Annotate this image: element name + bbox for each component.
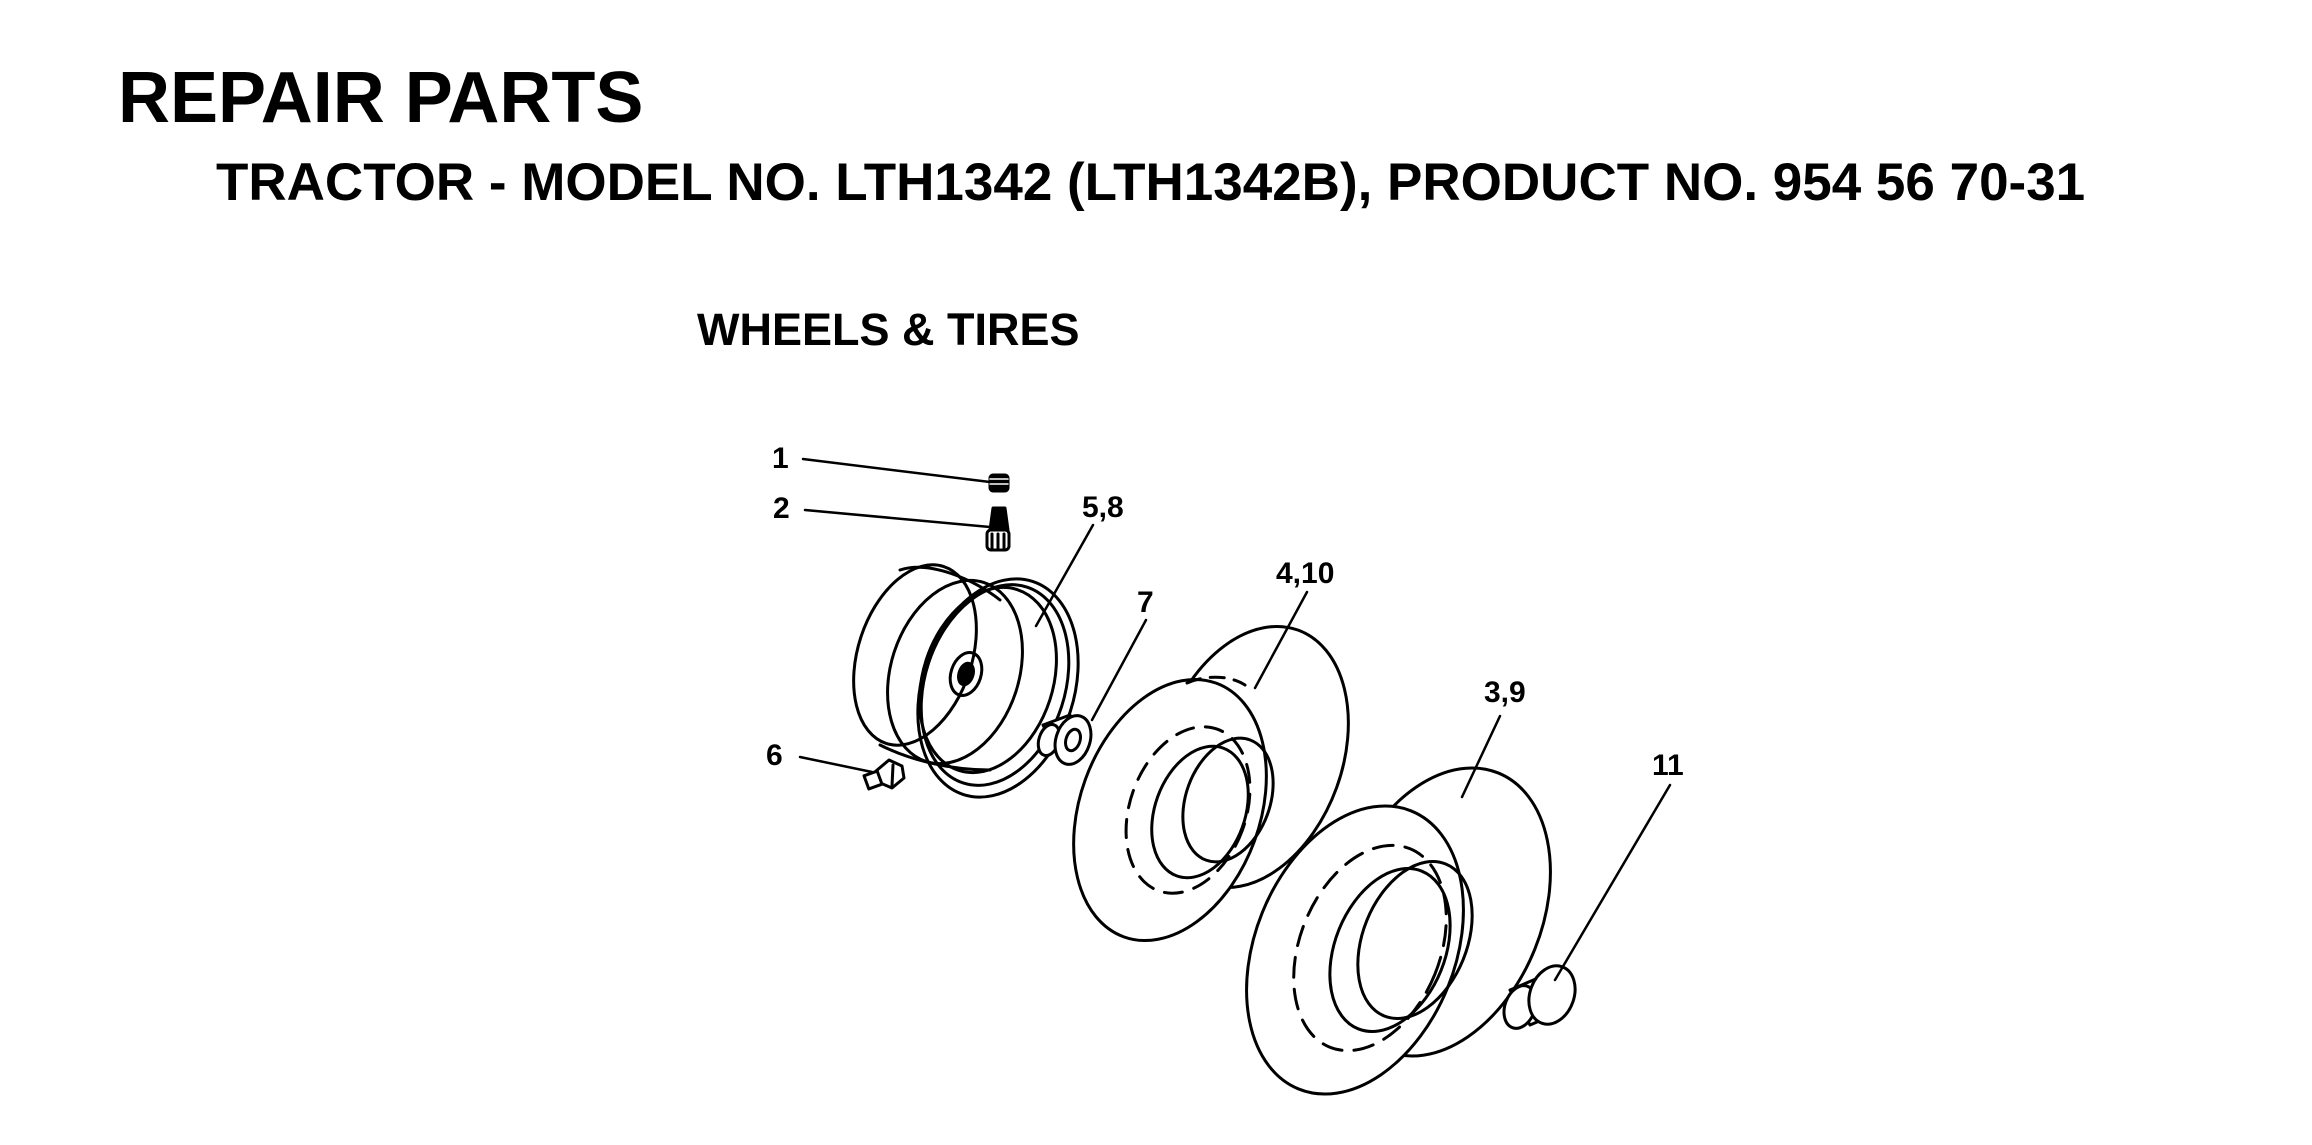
rear-tire-part	[1245, 766, 1552, 1096]
page-subtitle: TRACTOR - MODEL NO. LTH1342 (LTH1342B), …	[216, 153, 2086, 212]
wheel-rim-part	[852, 563, 1080, 799]
callout-label: 4,10	[1276, 557, 1334, 590]
wheel-bushing-part	[1502, 964, 1577, 1030]
callout-label: 2	[773, 492, 790, 525]
leader-lines	[798, 457, 1672, 982]
front-tire-part	[1072, 624, 1350, 943]
callout-label: 7	[1137, 586, 1154, 619]
valve-cap-part	[988, 473, 1010, 493]
callout-label: 6	[766, 739, 783, 772]
lug-bolt-part	[862, 758, 906, 791]
page-title: REPAIR PARTS	[118, 58, 644, 138]
callout-label: 5,8	[1082, 491, 1124, 524]
callout-label: 1	[772, 442, 789, 475]
callout-label: 3,9	[1484, 676, 1526, 709]
callout-label: 11	[1652, 749, 1684, 782]
section-title: WHEELS & TIRES	[697, 304, 1080, 355]
bushing-part	[1036, 713, 1093, 766]
valve-stem-part	[985, 506, 1011, 552]
